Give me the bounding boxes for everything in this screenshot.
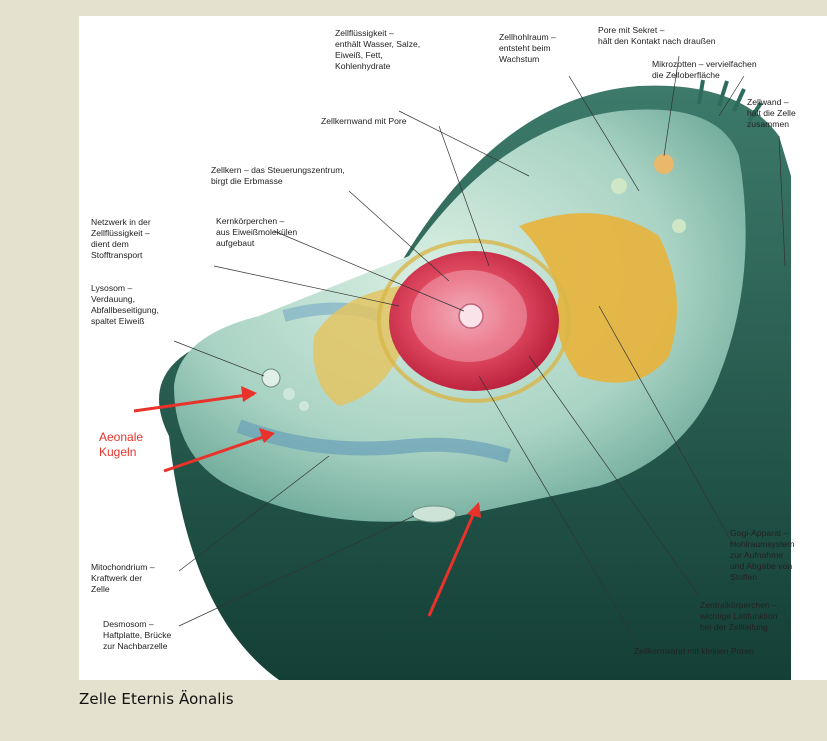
desmosom xyxy=(412,506,456,522)
label-golgi: Gogi-Apparat – Hohlraumsystem zur Aufnah… xyxy=(730,528,794,583)
label-pore-sekret: Pore mit Sekret – hält den Kontakt nach … xyxy=(598,25,716,47)
label-zellfluessigkeit: Zellflüssigkeit – enthält Wasser, Salze,… xyxy=(335,28,420,72)
cell-diagram: Zellflüssigkeit – enthält Wasser, Salze,… xyxy=(79,16,827,680)
label-zellwand: Zellwand – hält die Zelle zusammen xyxy=(747,97,796,130)
label-kernkoerperchen: Kernkörperchen – aus Eiweißmolekülen auf… xyxy=(216,216,297,249)
label-zellhohlraum: Zellhohlraum – entsteht beim Wachstum xyxy=(499,32,556,65)
label-mitochondrium: Mitochondrium – Kraftwerk der Zelle xyxy=(91,562,155,595)
kernkoerperchen xyxy=(459,304,483,328)
label-zellkernwand-poren: Zellkernwand mit kleinen Poren xyxy=(634,646,754,657)
cell-illustration xyxy=(79,16,827,680)
label-zentralkoerperchen: Zentralkörperchen – wichtige Leitfunktio… xyxy=(700,600,777,633)
label-zellkern: Zellkern – das Steuerungszentrum, birgt … xyxy=(211,165,345,187)
figure-caption: Zelle Eternis Äonalis xyxy=(79,690,234,708)
label-mikrozotten: Mikrozotten – vervielfachen die Zellober… xyxy=(652,59,757,81)
label-aeonale-kugeln: Aeonale Kugeln xyxy=(99,430,143,460)
label-netzwerk: Netzwerk in der Zellflüssigkeit – dient … xyxy=(91,217,151,261)
lysosom xyxy=(262,369,280,387)
label-desmosom: Desmosom – Haftplatte, Brücke zur Nachba… xyxy=(103,619,171,652)
label-lysosom: Lysosom – Verdauung, Abfallbeseitigung, … xyxy=(91,283,159,327)
label-zellkernwand-pore: Zellkernwand mit Pore xyxy=(321,116,407,127)
